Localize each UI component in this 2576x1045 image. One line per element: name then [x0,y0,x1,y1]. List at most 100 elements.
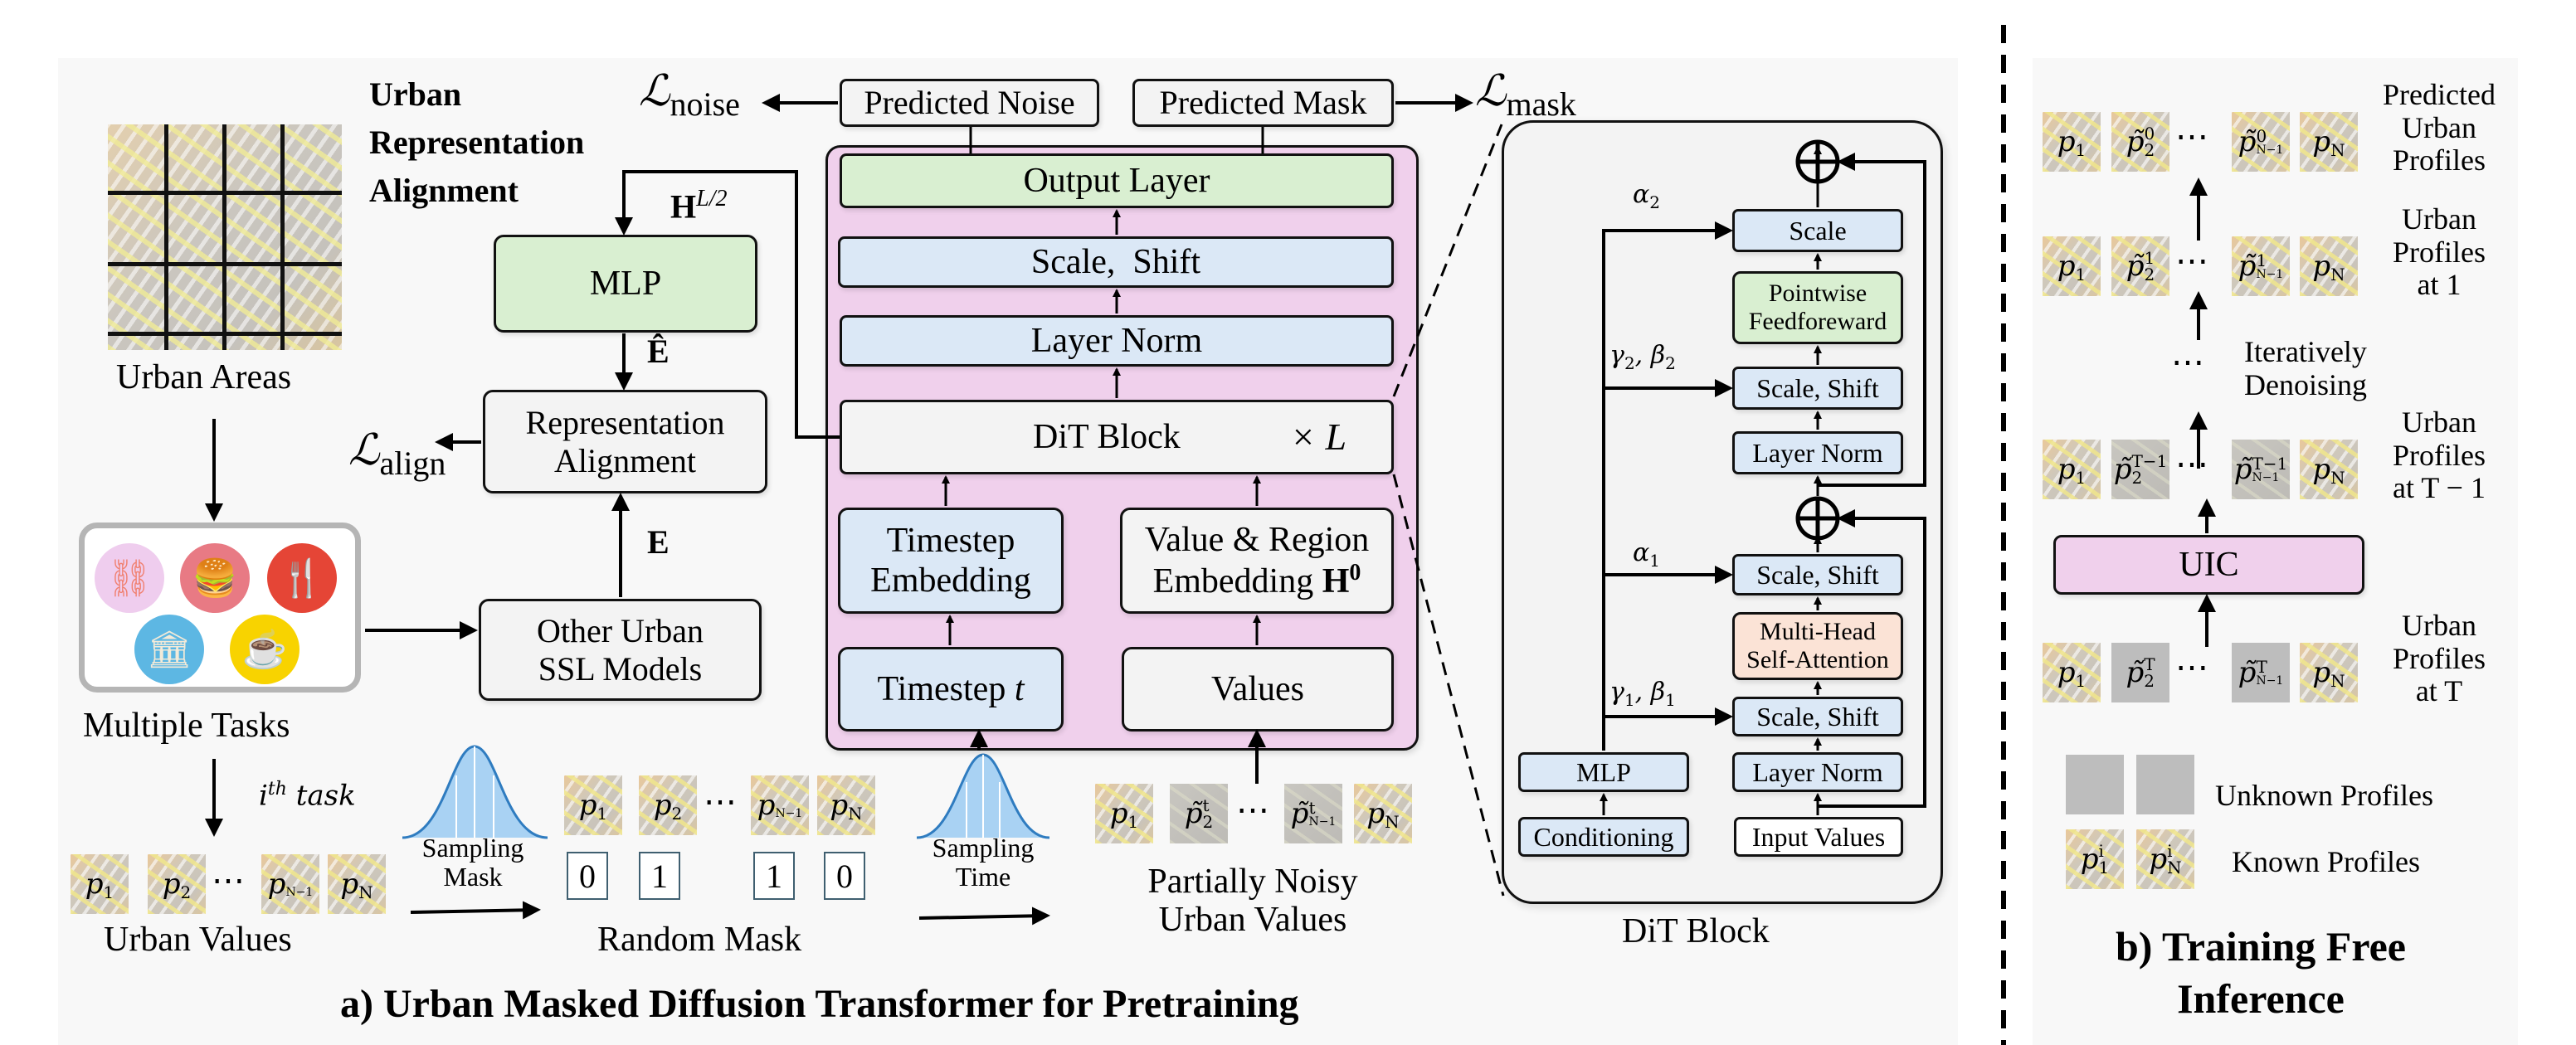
beta-sym: β [1650,341,1666,370]
tile-sup [775,791,802,808]
sampling-time-line2: Time [955,862,1011,892]
profile-tile: p N [1354,784,1412,843]
tile-sub: N [2330,468,2345,488]
inference-uic-box[interactable]: UIC [2053,535,2364,595]
h0-sup: 0 [1349,560,1361,586]
loss-align-sub: align [379,445,446,482]
tile-symbol: p [340,868,359,901]
ellipsis: ⋯ [2175,445,2208,483]
random-mask-label: Random Mask [597,921,802,959]
profile-tile: p 1 [2043,643,2101,702]
dit-mlp-box[interactable]: MLP [1518,752,1689,792]
tile-sup [2330,250,2345,266]
ith-rest: task [286,779,356,813]
tile-sup [2330,453,2345,469]
tile-sup: t [1202,795,1210,815]
loss-mask: ℒmask [1475,67,1576,123]
tile-symbol: p̃ [2233,453,2252,486]
timestep-t-box[interactable]: Timestep t [838,647,1064,732]
predicted-noise-box[interactable]: Predicted Noise [840,79,1099,127]
other-ssl-models-box[interactable]: Other Urban SSL Models [479,599,762,701]
input-values-box[interactable]: Input Values [1734,817,1903,857]
tile-sub: N−1 [2256,268,2284,281]
dit-scale-box[interactable]: Scale [1732,209,1903,252]
profile-tile: p N [2300,643,2358,702]
tile-sup [2330,656,2345,673]
rep-align-line1: Representation [525,403,725,441]
sampling-time-label: Sampling Time [921,833,1045,892]
mask-cell: 0 [824,852,865,900]
pointwise-line2: Feedforeward [1748,308,1887,335]
repa-mlp-box[interactable]: MLP [494,235,757,333]
iterative-line2: Denoising [2244,367,2367,401]
profile-tile: p 2 [148,854,206,914]
coffee-icon: ☕ [230,615,299,684]
representation-alignment-box[interactable]: Representation Alignment [483,390,767,493]
tile-sub: 1 [103,882,114,902]
mhsa-line1: Multi-Head [1760,617,1876,645]
tile-sup [285,870,313,887]
inference-row-label-line: Urban [2402,609,2476,642]
inference-row-label-line: Urban [2402,110,2476,144]
tile-sup: T−1 [2131,451,2168,471]
tile-symbol: p [830,789,849,822]
tile-sup [1385,797,1400,814]
dit-layer-norm-1-box[interactable]: Layer Norm [1732,752,1903,792]
dit-block-stack-box[interactable]: DiT Block × L [840,400,1394,474]
dit-scale-shift-alpha1-box[interactable]: Scale, Shift [1732,554,1903,595]
profile-tile: p N−1 [751,775,809,835]
tile-sup [181,868,192,884]
tile-symbol: p [162,868,181,901]
tile-sup: i [2098,841,2104,861]
sampling-mask-label: Sampling Mask [411,833,535,892]
dit-layer-norm-2-box[interactable]: Layer Norm [1732,431,1903,474]
bank-icon: 🏛 [134,615,204,684]
tile-symbol: p [1109,797,1128,830]
multiple-tasks-box[interactable]: ⛓ 🍔 🍴 🏛 ☕ [79,522,361,693]
multi-head-self-attention-box[interactable]: Multi-Head Self-Attention [1732,612,1903,680]
timestep-embedding-box[interactable]: Timestep Embedding [838,508,1064,614]
gamma1-beta1-label: γ1, β1 [1609,678,1676,710]
tile-indices: N [848,789,863,822]
tile-sup [672,789,683,805]
unknown-profile-swatch [2066,755,2124,814]
pointwise-feedforward-box[interactable]: Pointwise Feedforeward [1732,271,1903,344]
final-layer-norm-box[interactable]: Layer Norm [840,315,1394,367]
predicted-mask-box[interactable]: Predicted Mask [1132,79,1394,127]
tile-symbol: p [1366,797,1385,830]
beta-sub: 1 [1665,690,1676,710]
output-layer-box[interactable]: Output Layer [840,153,1394,208]
sampling-mask-distribution-icon [402,745,548,839]
value-region-embedding-box[interactable]: Value & Region Embedding H0 [1120,508,1394,614]
mask-cell: 1 [753,852,795,900]
urban-values-label: Urban Values [104,921,292,959]
alpha2-sub: 2 [1649,192,1660,212]
fork-knife-icon: 🍴 [267,543,337,613]
loss-noise-sub: noise [670,85,740,123]
tile-sup [2076,453,2087,469]
dit-scale-shift-1-box[interactable]: Scale, Shift [1732,697,1903,736]
final-scale-shift-box[interactable]: Scale, Shift [838,236,1394,288]
iterative-line1: Iteratively [2244,335,2367,368]
conditioning-box[interactable]: Conditioning [1518,817,1689,857]
tile-sup [2330,125,2345,142]
tile-sub: 2 [671,804,683,824]
tile-sup [2076,656,2087,673]
beta-sub: 2 [1665,353,1676,373]
values-box[interactable]: Values [1122,647,1394,732]
tile-indices: N−1 [775,791,802,819]
h-base: H [670,187,697,226]
tile-symbol: p̃ [1184,797,1203,830]
dit-scale-shift-2-box[interactable]: Scale, Shift [1732,367,1903,410]
noisy-label-line1: Partially Noisy [1147,863,1358,901]
e-label: E [647,523,670,561]
